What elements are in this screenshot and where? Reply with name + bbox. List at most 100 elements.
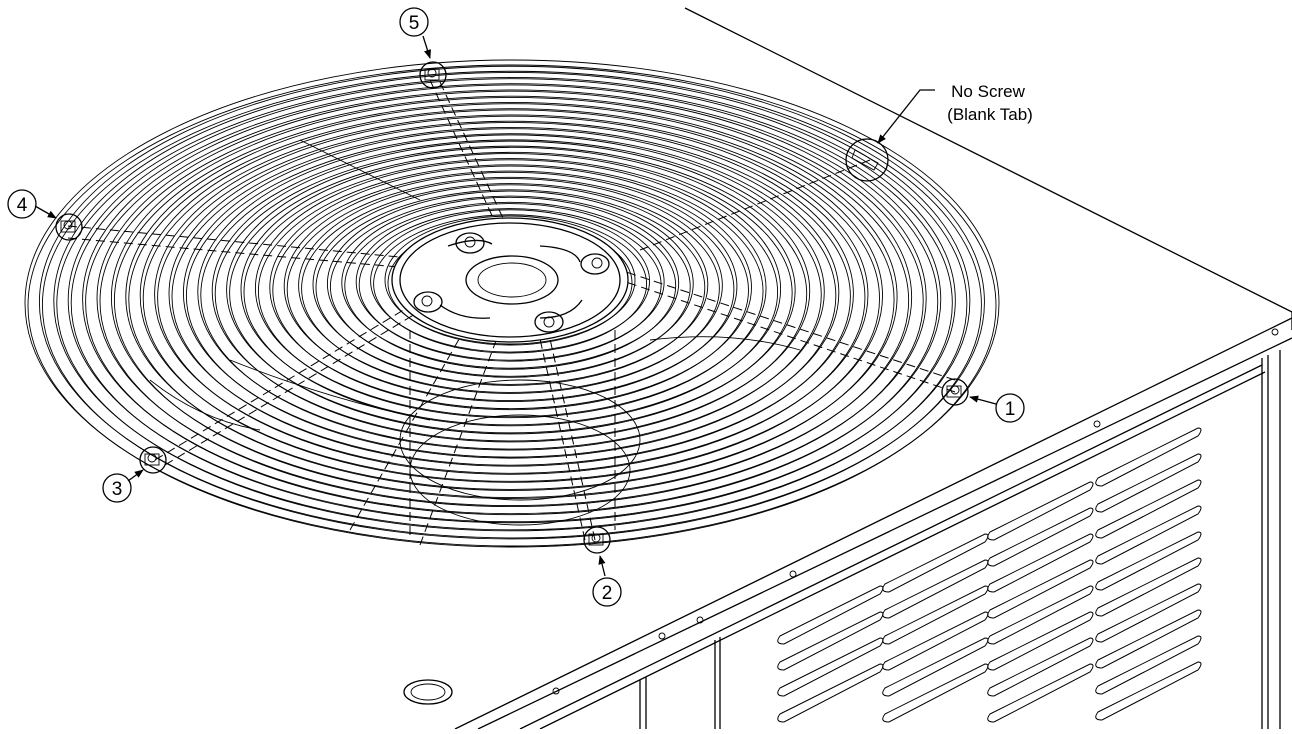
louver-slot bbox=[882, 559, 989, 619]
guard-ring bbox=[214, 145, 808, 443]
guard-ring bbox=[197, 134, 825, 450]
louver-slot bbox=[882, 663, 989, 723]
guard-ring bbox=[38, 65, 985, 539]
louver-slot bbox=[1095, 453, 1202, 513]
louver-slot bbox=[987, 611, 1094, 671]
guard-ring bbox=[272, 170, 749, 411]
guard-ring bbox=[384, 215, 636, 345]
louver-slot bbox=[777, 611, 884, 671]
guard-ring bbox=[211, 140, 811, 442]
guard-ring bbox=[257, 164, 764, 419]
callout-2: 2 bbox=[592, 555, 622, 607]
motor-screw bbox=[580, 253, 610, 275]
guard-ring bbox=[286, 176, 735, 403]
guard-ring bbox=[301, 183, 720, 394]
louver-slot bbox=[882, 637, 989, 697]
guard-ring bbox=[341, 196, 680, 369]
guard-ring bbox=[41, 70, 982, 540]
guard-ring bbox=[370, 209, 651, 353]
guard-ring bbox=[358, 208, 662, 362]
motor-mount-plate bbox=[391, 217, 629, 343]
louver-slot bbox=[777, 637, 884, 697]
guard-ring bbox=[240, 153, 782, 426]
callout-5: 5 bbox=[399, 7, 431, 59]
louver-slot bbox=[1095, 531, 1202, 591]
guard-ring bbox=[128, 108, 895, 491]
guard-ring bbox=[312, 184, 709, 385]
callout-3: 3 bbox=[102, 469, 144, 503]
guard-ring bbox=[99, 95, 924, 508]
note-line-1: No Screw bbox=[951, 82, 1025, 101]
callout-1-label: 1 bbox=[1005, 399, 1016, 420]
guard-ring bbox=[254, 159, 767, 418]
guard-ring bbox=[373, 214, 648, 354]
guard-ring bbox=[269, 165, 752, 410]
louver-slot bbox=[777, 663, 884, 723]
guard-ring bbox=[355, 203, 665, 361]
louver-slot bbox=[1095, 609, 1202, 669]
louver-slot bbox=[1095, 557, 1202, 617]
guard-ring bbox=[67, 78, 956, 523]
guard-ring bbox=[56, 77, 968, 532]
guard-ring bbox=[154, 115, 869, 474]
guard-ring bbox=[110, 96, 913, 498]
guard-ring bbox=[27, 64, 997, 548]
guard-ring bbox=[70, 83, 953, 524]
motor-screw bbox=[455, 232, 485, 254]
screw-tab-1 bbox=[941, 378, 969, 406]
louver-slot bbox=[1095, 505, 1202, 565]
louver-slot bbox=[987, 559, 1094, 619]
guard-ring bbox=[113, 101, 910, 499]
motor-screw bbox=[534, 311, 564, 333]
louver-slot bbox=[777, 585, 884, 645]
motor-screw bbox=[413, 291, 443, 313]
louver-slot bbox=[882, 585, 989, 645]
callout-5-label: 5 bbox=[409, 13, 420, 34]
guard-ring bbox=[139, 109, 883, 482]
louver-slot bbox=[882, 611, 989, 671]
louver-slot bbox=[987, 663, 1094, 723]
callout-4-label: 4 bbox=[17, 195, 28, 216]
guard-ring bbox=[298, 178, 723, 393]
louver-slot bbox=[1095, 635, 1202, 695]
guard-ring bbox=[200, 139, 822, 451]
louver-slot bbox=[1095, 583, 1202, 643]
blank-tab bbox=[845, 138, 889, 182]
louver-slot bbox=[987, 533, 1094, 593]
guard-ring bbox=[229, 151, 793, 435]
guard-ring bbox=[125, 103, 898, 490]
callout-1: 1 bbox=[969, 393, 1025, 423]
guard-ring bbox=[243, 158, 779, 427]
louver-slot bbox=[882, 533, 989, 593]
guard-ring bbox=[226, 146, 796, 434]
louver-slot bbox=[1095, 479, 1202, 539]
guard-ring bbox=[185, 133, 837, 459]
guard-ring bbox=[96, 90, 927, 507]
guard-ring bbox=[315, 189, 706, 386]
guard-ring bbox=[326, 190, 694, 377]
guard-ring bbox=[53, 72, 971, 531]
guard-ring bbox=[82, 84, 942, 515]
guard-ring bbox=[85, 89, 939, 516]
note-line-2: (Blank Tab) bbox=[947, 105, 1033, 124]
note-callout: No Screw (Blank Tab) bbox=[877, 82, 1033, 144]
screw-tab-3 bbox=[139, 446, 167, 474]
guard-ring bbox=[344, 201, 677, 370]
louver-slot bbox=[987, 481, 1094, 541]
louver-slot bbox=[987, 585, 1094, 645]
screw-tab-5 bbox=[419, 61, 447, 89]
louver-slot bbox=[1095, 427, 1202, 487]
cabinet-louvers bbox=[777, 427, 1202, 723]
screw-tab-4 bbox=[55, 213, 83, 241]
unit-cabinet bbox=[403, 7, 1292, 730]
guard-ring bbox=[24, 59, 1000, 547]
louver-slot bbox=[1095, 661, 1202, 721]
guard-ring bbox=[182, 128, 840, 458]
guard-ring bbox=[283, 171, 738, 402]
louver-slot bbox=[987, 637, 1094, 697]
screw-tab-2 bbox=[583, 526, 611, 554]
guard-spokes bbox=[67, 79, 956, 546]
callout-2-label: 2 bbox=[602, 583, 613, 604]
guard-ring bbox=[157, 120, 866, 475]
